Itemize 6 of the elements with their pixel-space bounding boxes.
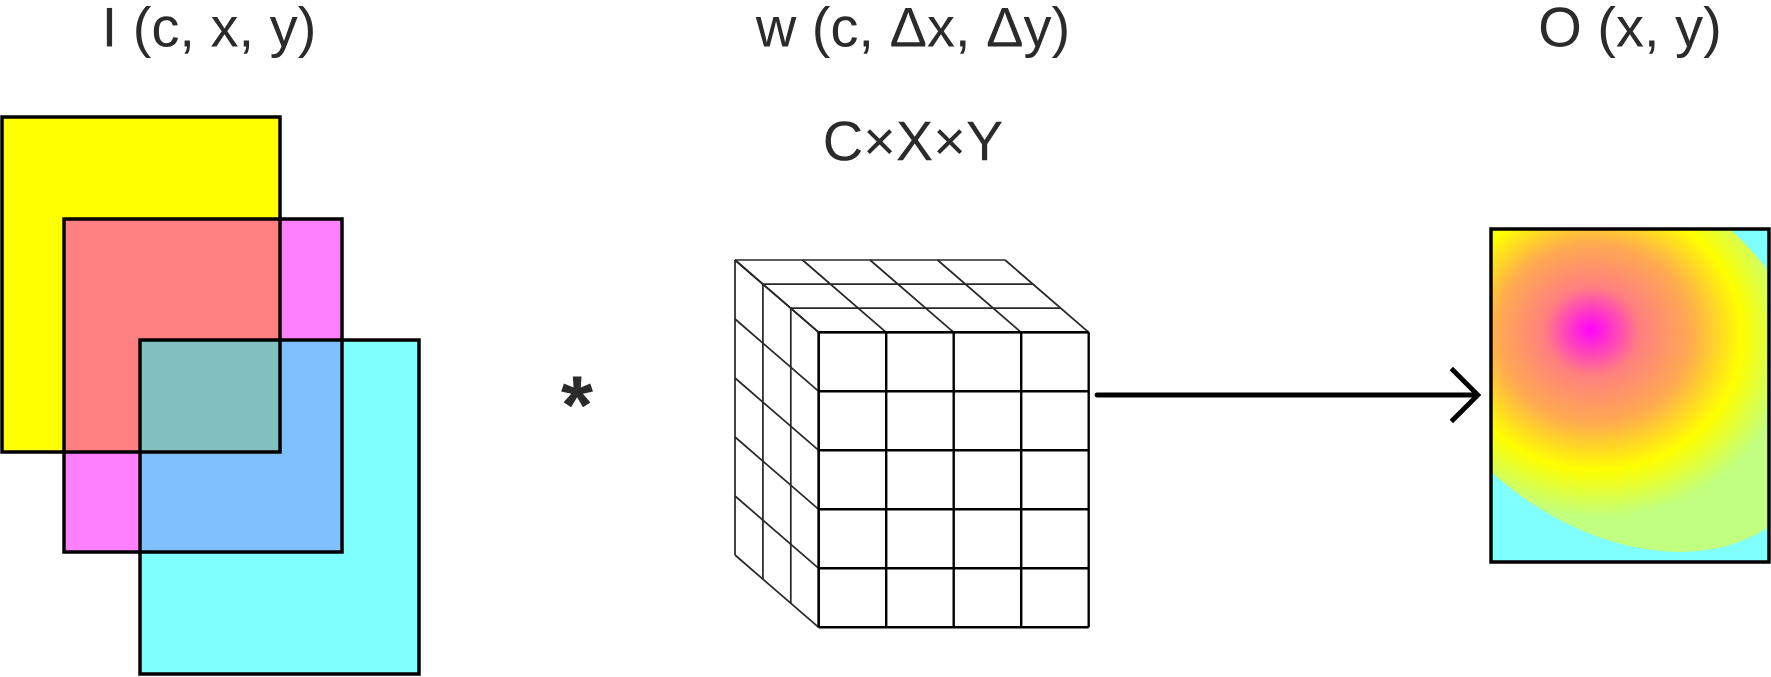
arrow — [1094, 366, 1482, 424]
title: I (c, x, y) — [106, 5, 313, 59]
title: w (c, Δx, Δy) — [755, 5, 1067, 59]
dimension-label: C×X×Y — [825, 121, 1003, 161]
title: O (x, y) — [1540, 5, 1719, 59]
convolution-symbol: * — [561, 376, 593, 408]
